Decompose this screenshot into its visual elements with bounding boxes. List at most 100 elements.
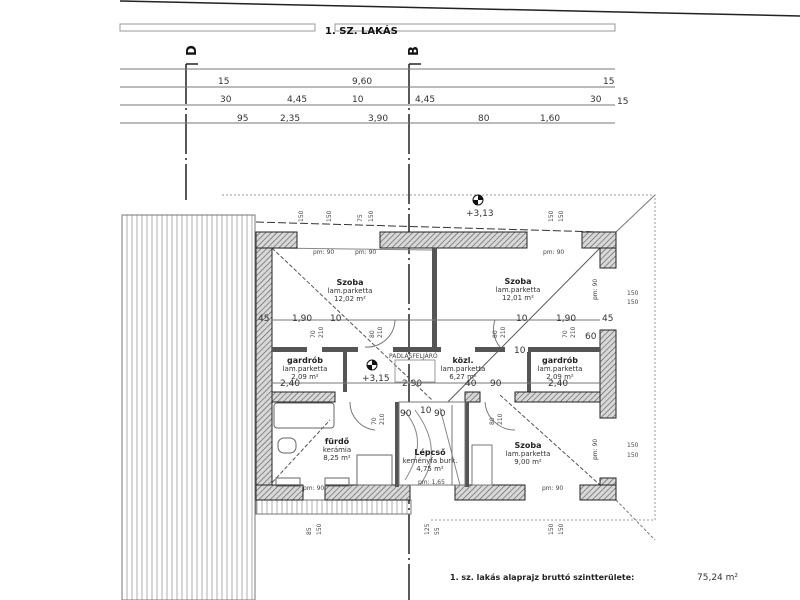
svg-text:150: 150 bbox=[627, 290, 639, 297]
svg-text:150: 150 bbox=[558, 210, 565, 222]
svg-text:150: 150 bbox=[548, 523, 555, 535]
svg-text:150: 150 bbox=[316, 523, 323, 535]
svg-text:Szoba: Szoba bbox=[336, 278, 363, 287]
svg-text:lam.parketta: lam.parketta bbox=[441, 365, 486, 373]
svg-text:150: 150 bbox=[548, 210, 555, 222]
dim-label: 80 bbox=[478, 114, 490, 124]
svg-text:85: 85 bbox=[306, 527, 313, 535]
svg-text:1,90: 1,90 bbox=[556, 314, 576, 324]
svg-text:150: 150 bbox=[326, 210, 333, 222]
svg-text:10: 10 bbox=[514, 346, 526, 356]
svg-text:55: 55 bbox=[434, 527, 441, 535]
svg-text:70: 70 bbox=[310, 330, 317, 338]
svg-text:12,01 m²: 12,01 m² bbox=[502, 294, 534, 302]
svg-text:kerámia: kerámia bbox=[323, 446, 351, 454]
svg-text:150: 150 bbox=[627, 452, 639, 459]
dim-label: 1,60 bbox=[540, 114, 560, 124]
svg-text:Lépcső: Lépcső bbox=[414, 447, 446, 457]
svg-text:125: 125 bbox=[424, 523, 431, 535]
svg-text:150: 150 bbox=[627, 299, 639, 306]
svg-text:8,25 m²: 8,25 m² bbox=[323, 454, 351, 462]
svg-text:közl.: közl. bbox=[452, 356, 473, 365]
svg-text:210: 210 bbox=[379, 413, 386, 425]
dim-label: 4,45 bbox=[415, 95, 435, 105]
level-label: +3,13 bbox=[466, 209, 494, 219]
svg-text:40: 40 bbox=[465, 379, 477, 389]
dim-label: 2,35 bbox=[280, 114, 300, 124]
bathroom-fixtures bbox=[273, 402, 393, 487]
svg-text:10: 10 bbox=[420, 406, 432, 416]
walls bbox=[255, 231, 617, 501]
level-marker: +3,13 +3,15 bbox=[362, 194, 494, 384]
svg-text:2,40: 2,40 bbox=[280, 379, 300, 389]
svg-text:gardrób: gardrób bbox=[542, 355, 578, 365]
dim-label: 4,45 bbox=[287, 95, 307, 105]
svg-text:2,40: 2,40 bbox=[548, 379, 568, 389]
dim-label: 9,60 bbox=[352, 77, 372, 87]
svg-text:6,27 m²: 6,27 m² bbox=[449, 373, 477, 381]
svg-text:pm: 90: pm: 90 bbox=[592, 439, 599, 460]
attic-hatch[interactable] bbox=[394, 359, 436, 383]
svg-text:80: 80 bbox=[369, 330, 376, 338]
svg-text:210: 210 bbox=[318, 326, 325, 338]
svg-text:lam.parketta: lam.parketta bbox=[538, 365, 583, 373]
svg-text:10: 10 bbox=[516, 314, 528, 324]
svg-text:pm: 90: pm: 90 bbox=[543, 249, 564, 256]
svg-text:75: 75 bbox=[357, 214, 364, 222]
svg-text:10: 10 bbox=[330, 314, 342, 324]
title-bar: 1. SZ. LAKÁS bbox=[119, 23, 616, 37]
inner-dimension: 45 1,90 10 10 1,90 45 60 10 2,40 2,90 40… bbox=[258, 314, 613, 419]
svg-text:pm: 90: pm: 90 bbox=[542, 485, 563, 492]
bathtub-icon bbox=[273, 402, 335, 429]
svg-text:210: 210 bbox=[570, 326, 577, 338]
axis-label-b: B bbox=[407, 46, 422, 56]
dim-label: 3,90 bbox=[368, 114, 388, 124]
svg-text:lam.parketta: lam.parketta bbox=[496, 286, 541, 294]
svg-text:210: 210 bbox=[500, 326, 507, 338]
sink-icon bbox=[275, 477, 301, 487]
svg-text:90: 90 bbox=[400, 409, 412, 419]
roof-outline bbox=[222, 194, 656, 541]
roof-eave bbox=[255, 499, 412, 515]
svg-text:80: 80 bbox=[489, 417, 496, 425]
dim-label: 15 bbox=[218, 77, 229, 87]
sink-icon bbox=[324, 477, 350, 487]
doors[interactable] bbox=[349, 319, 516, 431]
svg-text:150: 150 bbox=[298, 210, 305, 222]
svg-text:lam.parketta: lam.parketta bbox=[506, 450, 551, 458]
svg-text:pm: 90: pm: 90 bbox=[592, 279, 599, 300]
dim-label: 10 bbox=[352, 95, 364, 105]
svg-text:Szoba: Szoba bbox=[504, 277, 531, 286]
svg-text:210: 210 bbox=[497, 413, 504, 425]
svg-text:fürdő: fürdő bbox=[325, 437, 350, 446]
svg-text:keményfa burk.: keményfa burk. bbox=[403, 457, 458, 465]
top-dimension-lines: 15 9,60 15 30 4,45 10 4,45 30 15 95 2,35… bbox=[120, 68, 628, 124]
dim-label: 15 bbox=[617, 97, 628, 107]
svg-text:60: 60 bbox=[585, 332, 597, 342]
svg-text:150: 150 bbox=[558, 523, 565, 535]
level-label: +3,15 bbox=[362, 374, 390, 384]
svg-text:lam.parketta: lam.parketta bbox=[283, 365, 328, 373]
dim-label: 15 bbox=[603, 77, 614, 87]
svg-text:9,00 m²: 9,00 m² bbox=[514, 458, 542, 466]
shower-icon bbox=[356, 454, 393, 486]
svg-text:70: 70 bbox=[371, 417, 378, 425]
dim-label: 30 bbox=[220, 95, 232, 105]
section-line bbox=[119, 0, 800, 17]
small-dimension: 150 150 75 150 150 150 150 150 150 150 8… bbox=[298, 210, 639, 535]
svg-text:90: 90 bbox=[490, 379, 502, 389]
svg-text:1,90: 1,90 bbox=[292, 314, 312, 324]
svg-text:pm: 90: pm: 90 bbox=[303, 485, 324, 492]
svg-text:pm: 90: pm: 90 bbox=[313, 249, 334, 256]
dim-label: 30 bbox=[590, 95, 602, 105]
svg-text:gardrób: gardrób bbox=[287, 355, 323, 365]
svg-text:150: 150 bbox=[627, 442, 639, 449]
svg-text:150: 150 bbox=[368, 210, 375, 222]
svg-text:80: 80 bbox=[492, 330, 499, 338]
svg-text:2,90: 2,90 bbox=[402, 379, 422, 389]
axis-label-d: D bbox=[185, 45, 200, 56]
svg-text:lam.parketta: lam.parketta bbox=[328, 287, 373, 295]
staircase[interactable] bbox=[398, 401, 466, 486]
